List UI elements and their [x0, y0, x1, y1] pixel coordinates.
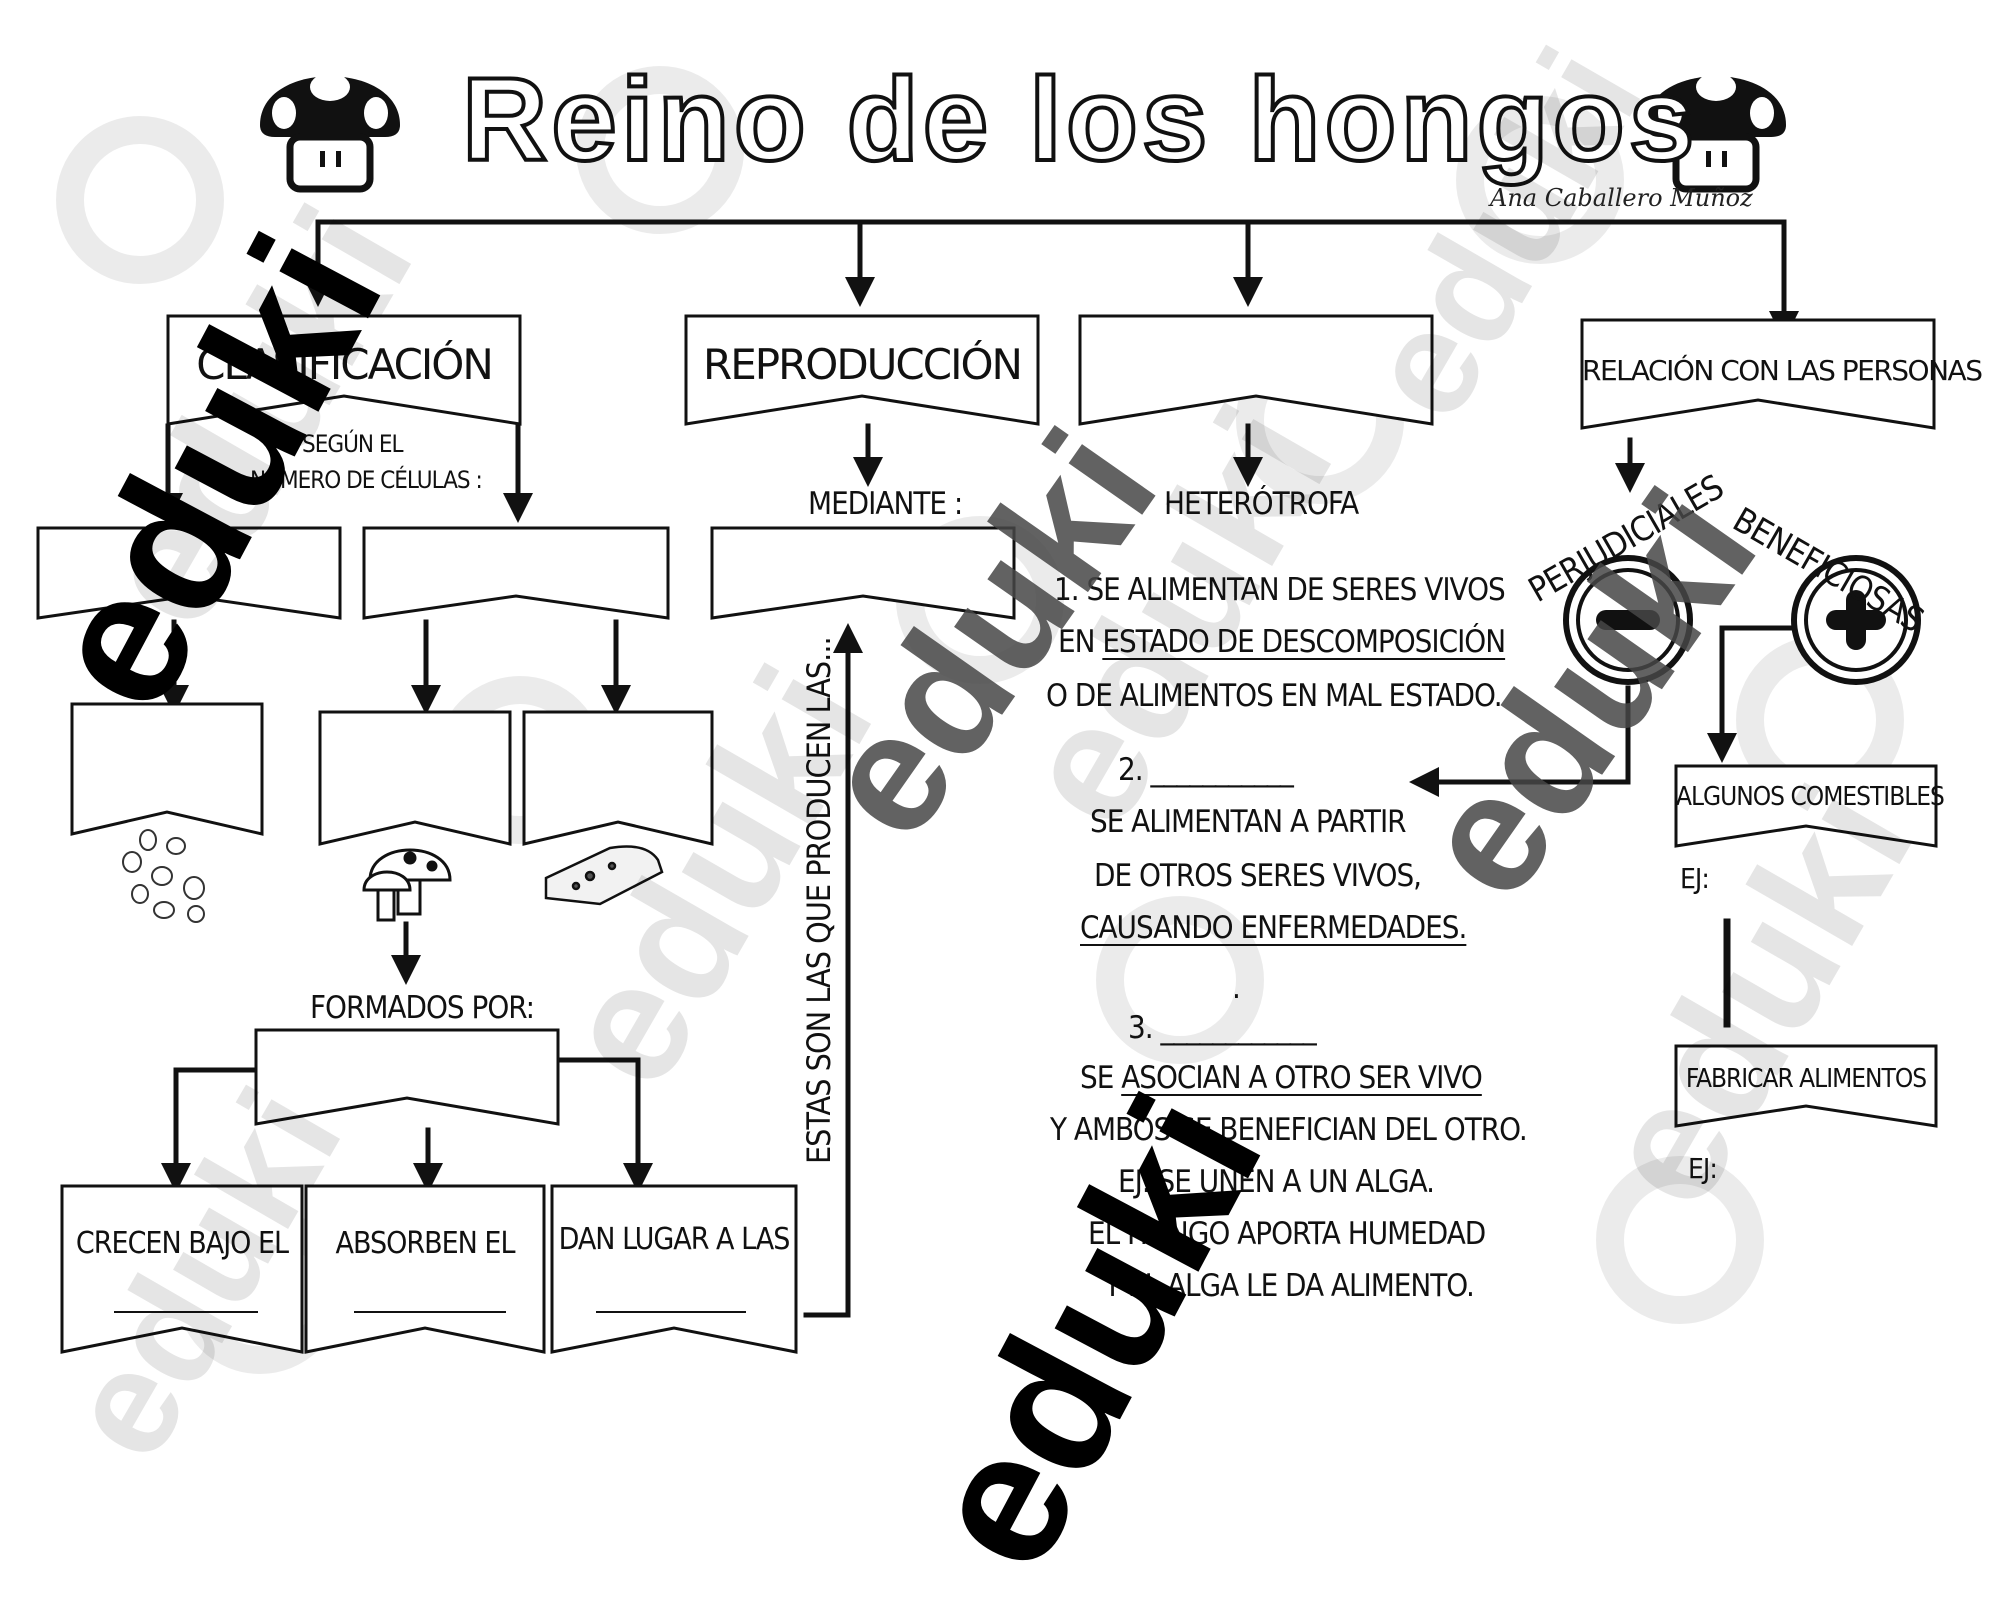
nutricion-p3-line1: SE ASOCIAN A OTRO SER VIVO — [1080, 1060, 1483, 1096]
nutricion-p1-line1: 1. SE ALIMENTAN DE SERES VIVOS — [1054, 572, 1506, 608]
minus-icon — [1563, 555, 1693, 685]
mushrooms-illustration — [362, 848, 452, 922]
cells-illustration — [122, 829, 205, 923]
nutricion-p2-line3: CAUSANDO ENFERMEDADES. — [1080, 910, 1467, 946]
concept-map-graphics — [36, 66, 1938, 1374]
mushroom-icon-right — [1646, 73, 1786, 193]
nutricion-p1-line2: EN ESTADO DE DESCOMPOSICIÓN — [1058, 624, 1506, 660]
heterotrofa-label: HETERÓTROFA — [1164, 486, 1359, 522]
nutricion-p3-num: 3. ____________ — [1128, 1010, 1317, 1046]
ej-2: EJ: — [1688, 1152, 1718, 1185]
relacion-label: RELACIÓN CON LAS PERSONAS — [1582, 354, 1983, 387]
clasificacion-note-2: NÚMERO DE CÉLULAS : — [250, 466, 483, 494]
dan-lugar-label: DAN LUGAR A LAS — [558, 1222, 791, 1257]
moldy-bread-illustration — [544, 845, 664, 906]
clasificacion-note-1: SEGÚN EL — [302, 430, 404, 458]
nutricion-p3-line5: Y EL ALGA LE DA ALIMENTO. — [1104, 1268, 1475, 1304]
reproduccion-label: REPRODUCCIÓN — [703, 340, 1023, 389]
comestibles-label: ALGUNOS COMESTIBLES — [1676, 782, 1945, 812]
crecen-bajo-label: CRECEN BAJO EL — [75, 1226, 289, 1261]
fabricar-label: FABRICAR ALIMENTOS — [1685, 1064, 1927, 1094]
nutricion-p2-line2: DE OTROS SERES VIVOS, — [1094, 858, 1422, 894]
ej-1: EJ: — [1680, 862, 1710, 895]
nutricion-p2-line1: SE ALIMENTAN A PARTIR — [1090, 804, 1407, 840]
nutricion-p3-line2: Y AMBOS SE BENEFICIAN DEL OTRO. — [1050, 1112, 1528, 1148]
nutricion-p3-line4: EL HONGO APORTA HUMEDAD — [1088, 1216, 1486, 1252]
author-credit: Ana Caballero Muñoz — [1490, 184, 1753, 212]
mediante-label: MEDIANTE : — [808, 486, 963, 522]
nutricion-dot: . — [1232, 970, 1241, 1006]
nutricion-p3-line3: EJ. SE UNEN A UN ALGA. — [1118, 1164, 1435, 1200]
banner-boxes — [36, 314, 1938, 1354]
absorben-label: ABSORBEN EL — [335, 1226, 516, 1261]
clasificacion-label: CLASIFICACIÓN — [196, 340, 494, 389]
mushroom-icon-left — [260, 73, 400, 193]
nutricion-p2-num: 2. ___________ — [1118, 752, 1294, 788]
plus-icon — [1791, 555, 1921, 685]
page-title: Reino de los hongos — [460, 52, 1699, 188]
nutricion-p1-line3: O DE ALIMENTOS EN MAL ESTADO. — [1046, 678, 1503, 714]
formados-por-label: FORMADOS POR: — [310, 990, 535, 1026]
